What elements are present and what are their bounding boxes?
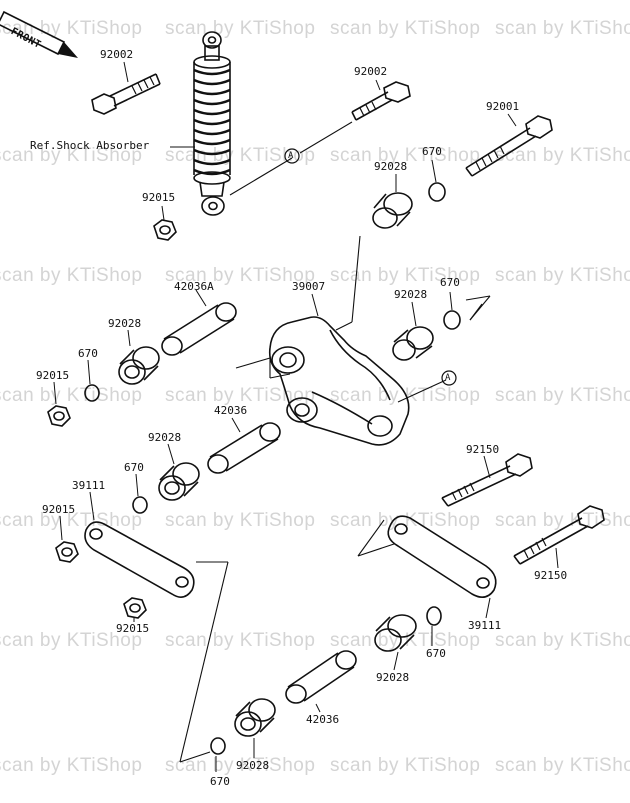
part-label-92015-bottom: 92015	[116, 622, 150, 635]
collar-42036-mid	[207, 422, 281, 474]
reference-marker-a-2	[441, 370, 457, 386]
part-label-670-left: 670	[78, 347, 98, 360]
part-label-39111-left: 39111	[72, 479, 106, 492]
part-label-92028-left: 92028	[108, 317, 142, 330]
rocker-arm-39007	[268, 316, 410, 446]
marker-a-label-2: A	[445, 373, 451, 383]
part-label-670-top: 670	[422, 145, 442, 158]
part-label-92028-top: 92028	[374, 160, 408, 173]
part-label-92150-right: 92150	[534, 569, 568, 582]
part-label-92002-left: 92002	[100, 48, 134, 61]
nut-92015-lower	[55, 541, 79, 563]
label-leaders	[53, 61, 559, 772]
front-arrow-icon	[0, 10, 78, 58]
washer-670-lower-right	[426, 606, 442, 626]
bolt-92150-top	[441, 453, 533, 507]
part-label-42036-bottom: 42036	[306, 713, 340, 726]
reference-marker-a-1	[284, 148, 300, 164]
leader-lines	[170, 121, 491, 763]
bolt-92002-right	[351, 81, 411, 121]
part-label-92028-mid-right: 92028	[394, 288, 428, 301]
tie-rod-39111-left	[84, 521, 195, 598]
part-label-670-mid-right: 670	[440, 276, 460, 289]
bolt-92150-right	[513, 505, 605, 565]
collar-42036A	[161, 302, 237, 356]
part-label-42036-mid: 42036	[214, 404, 248, 417]
nut-92015-top	[153, 219, 177, 241]
washer-670-mid-right	[443, 310, 461, 330]
part-label-92028-bottom: 92028	[236, 759, 270, 772]
bushing-92028-left	[118, 346, 160, 385]
tie-rod-39111-right	[387, 515, 497, 598]
bushing-92028-mid-right	[392, 326, 434, 361]
washer-670-top	[428, 182, 446, 202]
washer-670-lower-left	[132, 496, 148, 514]
part-label-92150-top: 92150	[466, 443, 500, 456]
part-label-670-lower-left: 670	[124, 461, 144, 474]
collar-42036-bottom	[285, 650, 357, 704]
ref-shock-absorber-label: Ref.Shock Absorber	[30, 139, 150, 152]
nut-92015-left	[47, 405, 71, 427]
part-label-39111-right: 39111	[468, 619, 502, 632]
front-direction-tag: FRONT	[0, 6, 80, 60]
part-label-92028-lower-right: 92028	[376, 671, 410, 684]
nut-92015-bottom	[123, 597, 147, 619]
bushing-92028-lower-left	[158, 462, 200, 501]
part-label-92001: 92001	[486, 100, 520, 113]
part-label-92002-right: 92002	[354, 65, 388, 78]
bolt-92001	[465, 115, 553, 177]
part-label-670-bottom: 670	[210, 775, 230, 788]
marker-a-label-1: A	[288, 151, 294, 161]
bushing-92028-top	[372, 192, 413, 229]
shock-absorber	[193, 31, 231, 216]
washer-670-bottom	[210, 737, 226, 755]
part-label-92015-lower: 92015	[42, 503, 76, 516]
part-label-39007: 39007	[292, 280, 326, 293]
bolt-92002-left	[91, 73, 161, 115]
part-label-92028-lower-left: 92028	[148, 431, 182, 444]
part-label-670-lower-right: 670	[426, 647, 446, 660]
bushing-92028-lower-right	[374, 614, 417, 652]
part-label-42036A: 42036A	[174, 280, 214, 293]
part-label-92015-left: 92015	[36, 369, 70, 382]
part-label-92015-top: 92015	[142, 191, 176, 204]
bushing-92028-bottom	[234, 698, 276, 737]
washer-670-left	[84, 384, 100, 402]
